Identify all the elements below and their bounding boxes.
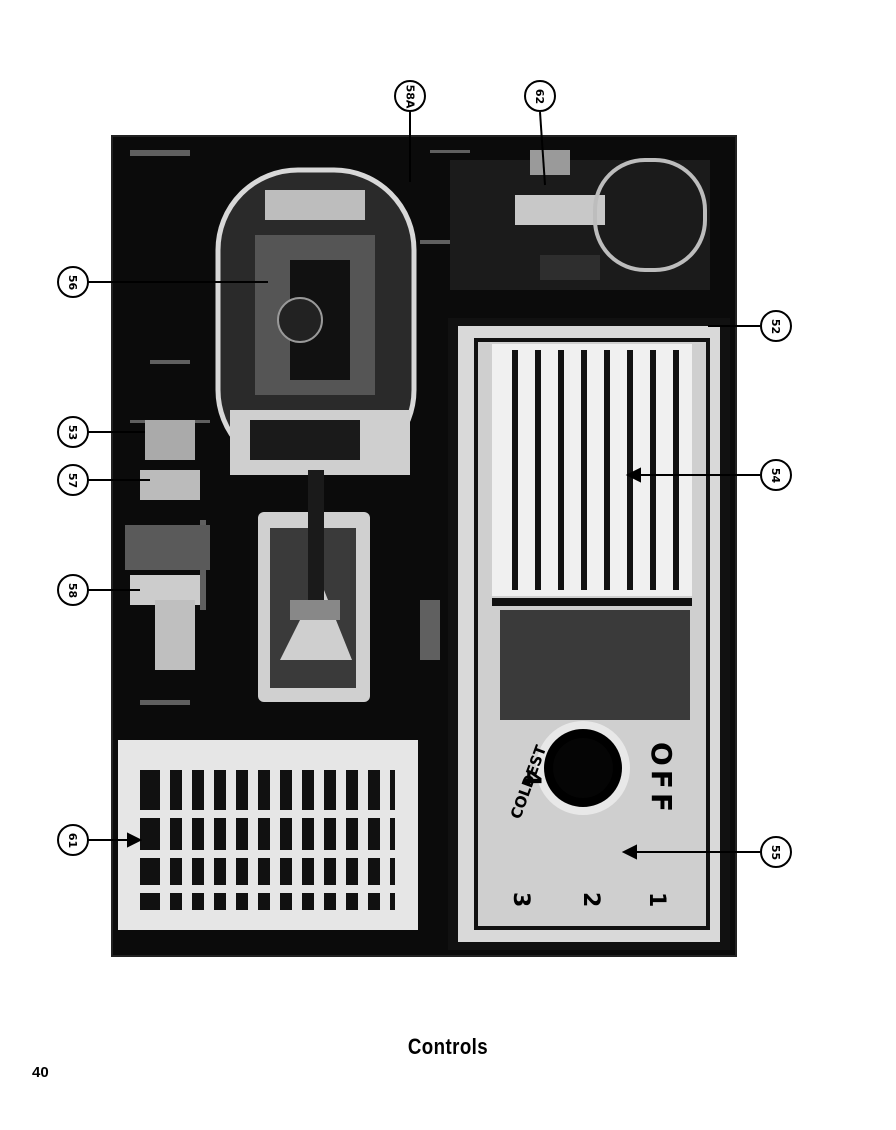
- callout-54: 54: [760, 459, 792, 491]
- callout-55: 55: [760, 836, 792, 868]
- control-panel: [448, 318, 730, 950]
- small-parts: [125, 420, 210, 670]
- page-number: 40: [32, 1064, 49, 1081]
- lever-bracket: [258, 470, 370, 702]
- callout-56: 56: [57, 266, 89, 298]
- grille: [118, 740, 418, 930]
- callout-53: 53: [57, 416, 89, 448]
- callout-62: 62: [524, 80, 556, 112]
- callout-61: 61: [57, 824, 89, 856]
- callout-58a: 58A: [394, 80, 426, 112]
- dial-label-2: 2: [578, 892, 603, 907]
- figure-caption: Controls: [407, 1034, 489, 1059]
- dial-label-off: OFF: [645, 742, 678, 816]
- callout-58: 58: [57, 574, 89, 606]
- callout-52: 52: [760, 310, 792, 342]
- switch-part: [450, 150, 710, 290]
- dial-label-4: 4: [518, 770, 546, 787]
- dial-label-3: 3: [508, 892, 533, 907]
- callout-57: 57: [57, 464, 89, 496]
- dial-label-1: 1: [644, 892, 669, 907]
